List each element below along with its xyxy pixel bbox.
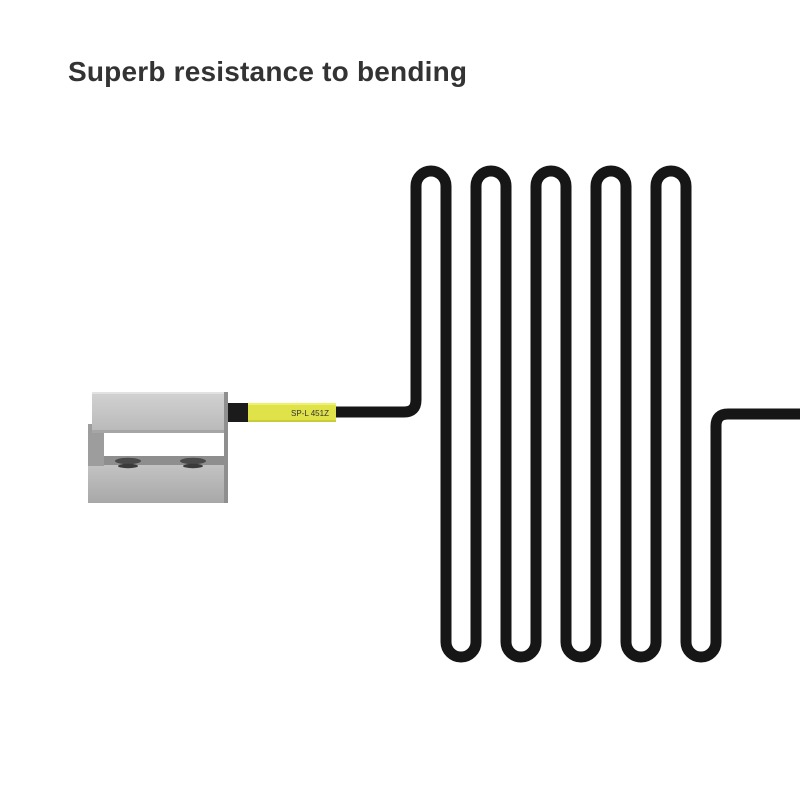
- model-label: SP-L 451Z: [291, 409, 329, 418]
- magnetic-sensor-icon: [88, 392, 228, 503]
- label-tape: [248, 403, 336, 422]
- headline: Superb resistance to bending: [68, 56, 468, 87]
- coiled-cable: [335, 165, 800, 663]
- cable-boot: [228, 403, 248, 422]
